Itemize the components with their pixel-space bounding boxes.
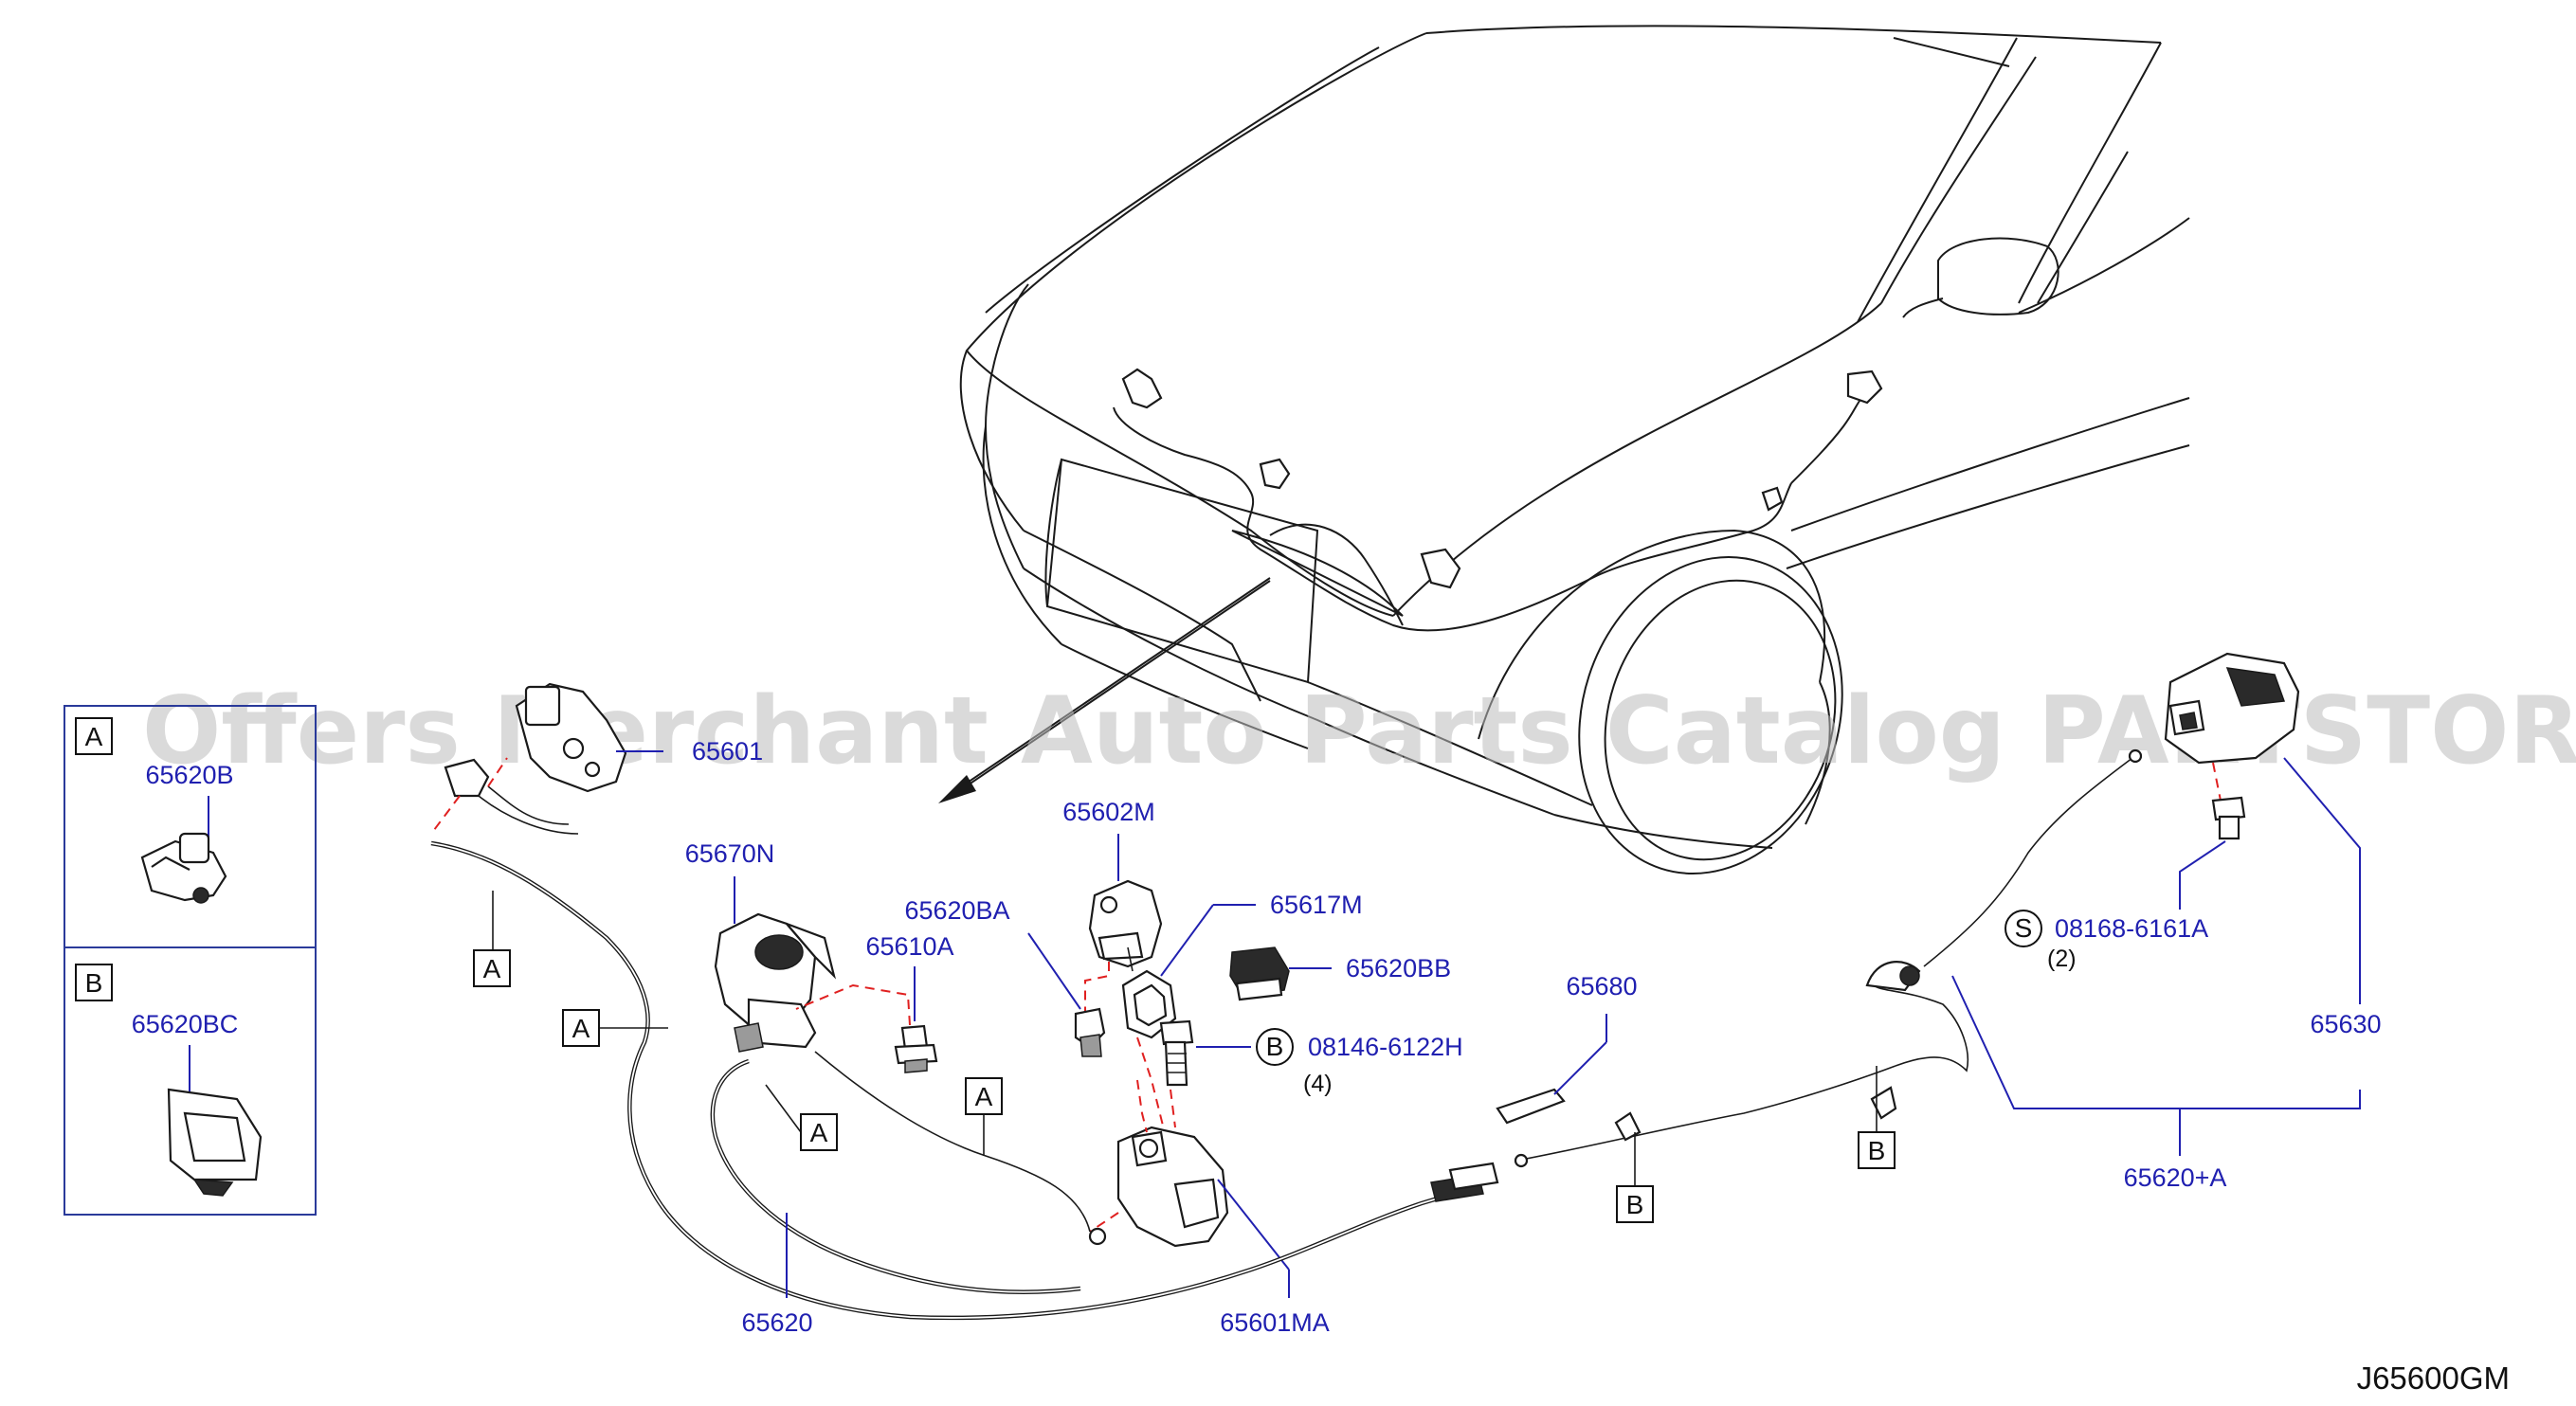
seal-65617m [1121, 946, 1177, 1138]
car-outline [938, 25, 2190, 874]
bolt-65610a [795, 983, 938, 1073]
svg-text:A: A [483, 954, 501, 983]
part-label-65620: 65620 [741, 1308, 812, 1337]
release-cable-65620 [430, 840, 1499, 1321]
qty-label-08146: (4) [1303, 1071, 1333, 1097]
release-cable-inner [1865, 748, 2143, 1120]
inset-a-part-label: 65620B [145, 761, 233, 789]
part-label-65602m: 65602M [1062, 798, 1155, 826]
part-label-65620ba: 65620BA [904, 896, 1009, 925]
opener-handle-65630 [2164, 652, 2300, 811]
inset-b-part-label: 65620BC [132, 1010, 239, 1038]
part-label-65620a: 65620+A [2124, 1163, 2227, 1192]
cable-65680 [1496, 1065, 1896, 1168]
svg-text:A: A [975, 1082, 993, 1111]
part-label-08146: 08146-6122H [1308, 1033, 1463, 1061]
qty-label-08168: (2) [2047, 946, 2077, 972]
svg-text:B: B [1626, 1190, 1644, 1219]
svg-text:A: A [810, 1118, 828, 1147]
svg-text:A: A [572, 1014, 590, 1043]
callout-a-3: A [765, 1084, 838, 1151]
part-label-65680: 65680 [1566, 972, 1637, 1000]
callout-b-2: B [1858, 1066, 1896, 1169]
part-label-65670n: 65670N [685, 839, 775, 868]
bolt-08168 [2211, 796, 2246, 840]
hood-lock-65601 [430, 682, 627, 835]
svg-text:B: B [1868, 1136, 1886, 1165]
part-label-65610a: 65610A [865, 932, 953, 961]
inset-a-letter: A [85, 722, 103, 751]
clip-65620bb [1229, 946, 1290, 1001]
part-label-65601: 65601 [692, 737, 763, 766]
bolt-08146-marker [1256, 1028, 1294, 1066]
part-label-65601ma: 65601MA [1220, 1308, 1330, 1337]
actuator-65670n [714, 912, 837, 1053]
part-label-65617m: 65617M [1270, 891, 1363, 919]
bolt-08168-marker [2005, 910, 2042, 947]
inset-b-marker [75, 964, 113, 1001]
bolt-08146-marker-letter: B [1266, 1032, 1284, 1061]
diagram-code: J65600GM [2357, 1361, 2510, 1396]
inset-a-marker [75, 717, 113, 755]
part-label-65620bb: 65620BB [1346, 954, 1451, 982]
callout-b-1: B [1616, 1132, 1654, 1223]
bracket-65602m [1084, 879, 1163, 1023]
clip-65620bc-icon [167, 1088, 263, 1197]
inset-b-letter: B [85, 968, 103, 998]
bolt-08168-marker-letter: S [2015, 913, 2033, 943]
bolt-08146 [1159, 1019, 1194, 1087]
clip-65620b-icon [140, 832, 227, 904]
part-label-08168: 08168-6161A [2055, 914, 2208, 943]
callout-a-1: A [473, 891, 511, 987]
inset-panel: A 65620B B 65620BC [63, 705, 317, 1216]
clip-65620ba [1074, 1007, 1106, 1057]
hood-lock-65601ma [1089, 1079, 1229, 1248]
callout-a-2: A [562, 1009, 668, 1047]
callout-a-4: A [965, 1077, 1003, 1156]
part-label-65630: 65630 [2310, 1010, 2381, 1038]
